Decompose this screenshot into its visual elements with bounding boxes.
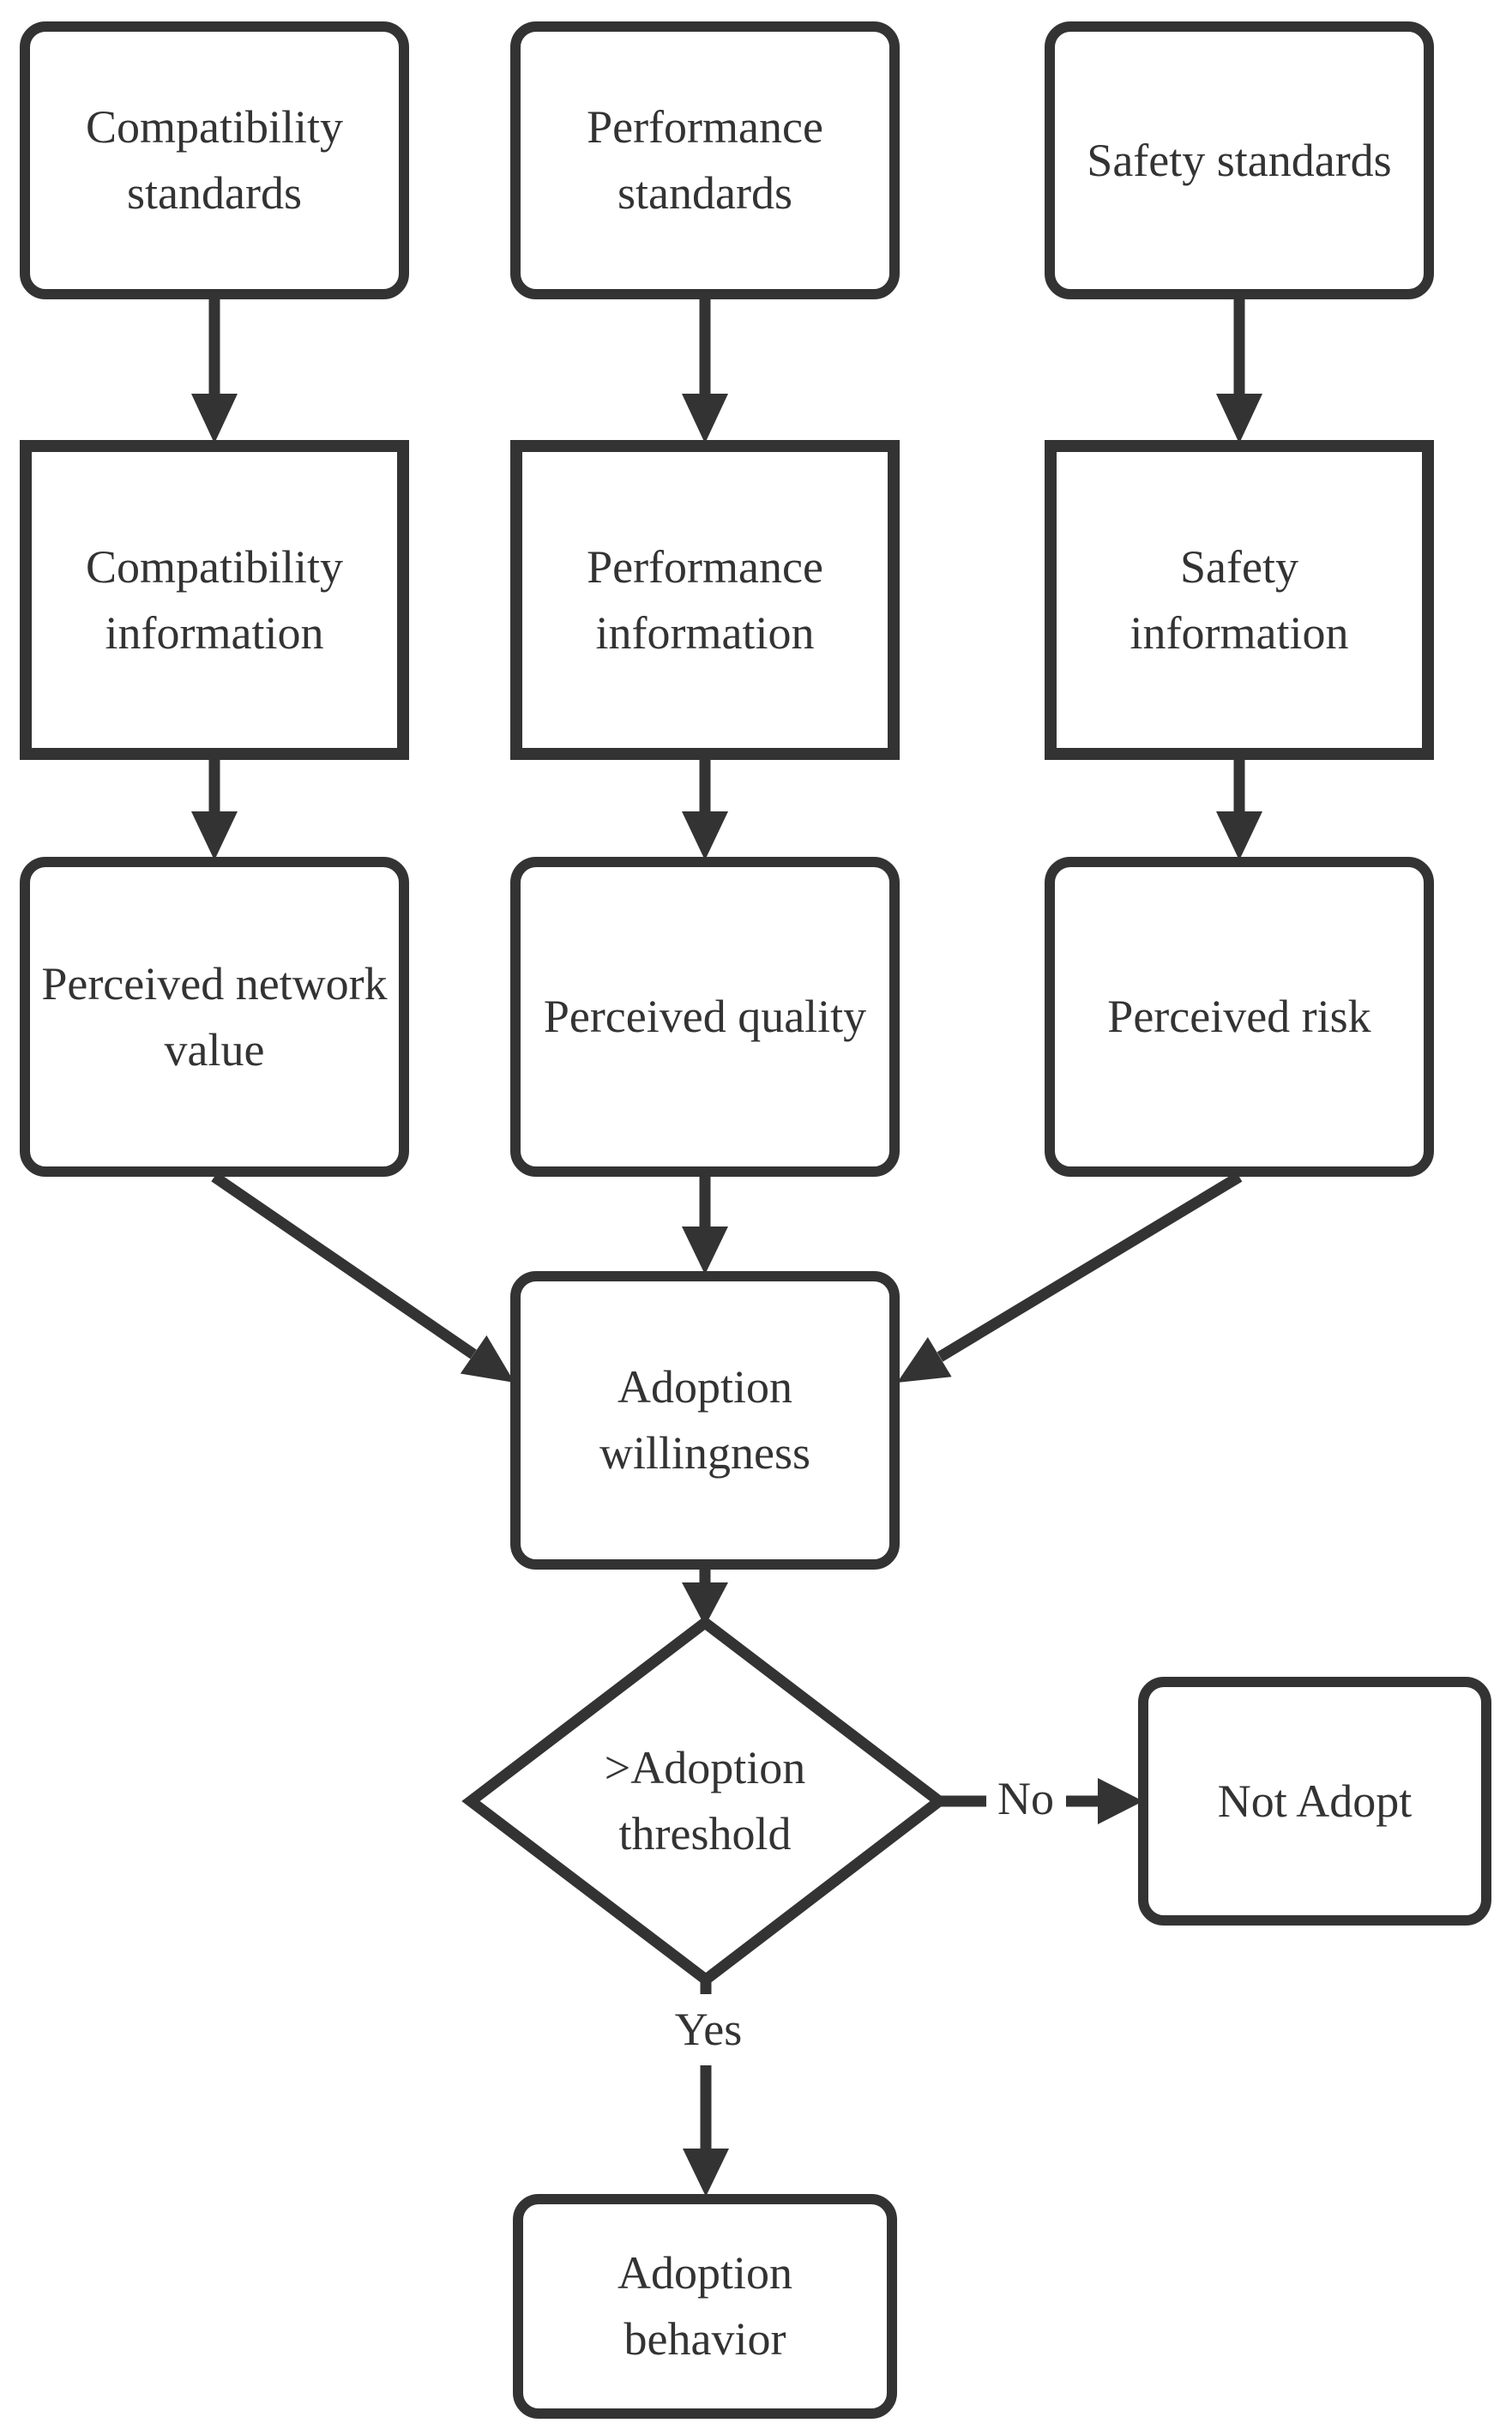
edge-label-no: No xyxy=(991,1772,1061,1825)
node-adoption-threshold-decision: >Adoption threshold xyxy=(604,1742,806,1859)
arrow-line-risk-to-willingness xyxy=(937,1172,1243,1362)
arrowhead-willingness-to-threshold xyxy=(682,1582,728,1626)
node-perceived-quality: Perceived quality xyxy=(510,857,900,1177)
arrowhead-compat-info-to-network-value xyxy=(191,811,238,860)
arrowhead-perf-standards-to-info xyxy=(682,394,728,443)
node-adoption-behavior: Adoption behavior xyxy=(513,2194,897,2419)
arrowhead-no-to-not-adopt xyxy=(1098,1778,1143,1824)
node-compatibility-information: Compatibility information xyxy=(20,440,409,760)
arrowhead-risk-to-willingness xyxy=(897,1337,952,1383)
node-performance-standards: Performance standards xyxy=(510,21,900,299)
arrowhead-safety-standards-to-info xyxy=(1216,394,1262,443)
node-safety-standards: Safety standards xyxy=(1045,21,1434,299)
node-not-adopt: Not Adopt xyxy=(1138,1677,1491,1926)
arrow-line-network-value-to-willingness xyxy=(211,1172,477,1359)
node-performance-information: Performance information xyxy=(510,440,900,760)
node-compatibility-standards: Compatibility standards xyxy=(20,21,409,299)
arrowhead-perf-info-to-quality xyxy=(682,811,728,860)
edge-label-yes: Yes xyxy=(667,2003,750,2056)
arrowhead-yes-to-adoption-behavior xyxy=(683,2149,729,2197)
arrowhead-safety-info-to-risk xyxy=(1216,811,1262,860)
node-perceived-network-value: Perceived network value xyxy=(20,857,409,1177)
arrowhead-compat-standards-to-info xyxy=(191,394,238,443)
node-safety-information: Safety information xyxy=(1045,440,1434,760)
arrowhead-network-value-to-willingness xyxy=(460,1335,515,1383)
node-adoption-willingness: Adoption willingness xyxy=(510,1271,900,1570)
node-perceived-risk: Perceived risk xyxy=(1045,857,1434,1177)
arrowhead-quality-to-willingness xyxy=(682,1227,728,1275)
